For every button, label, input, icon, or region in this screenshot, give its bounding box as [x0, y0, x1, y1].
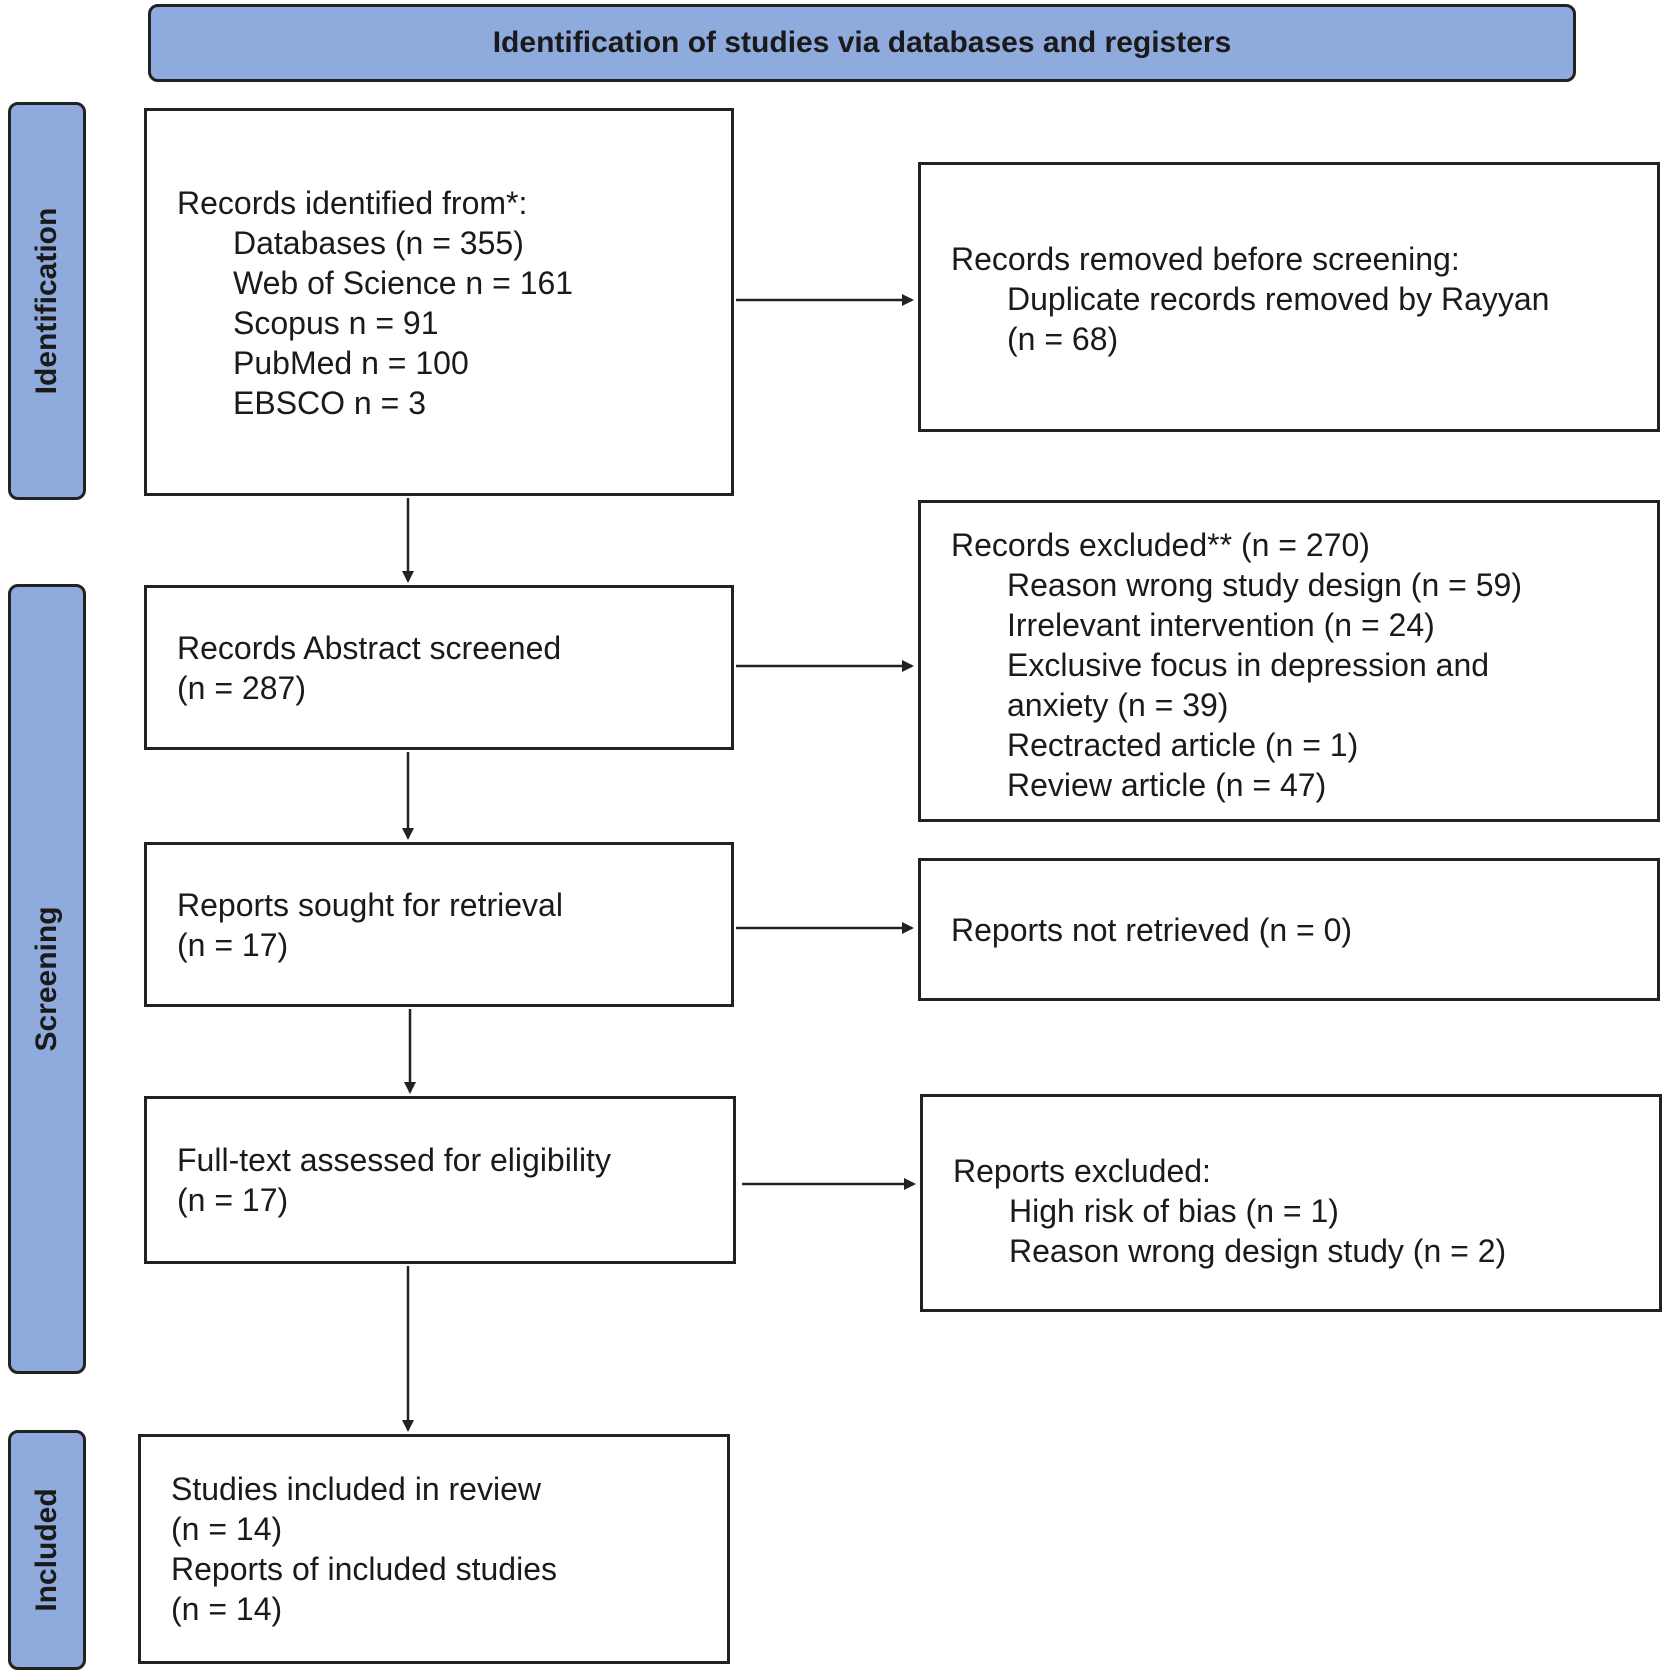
header-banner: Identification of studies via databases … — [148, 4, 1576, 82]
box-records-excluded: Records excluded** (n = 270) Reason wron… — [918, 500, 1660, 822]
reports-excluded-line: Reason wrong design study (n = 2) — [1009, 1233, 1507, 1269]
records-removed-title: Records removed before screening: — [951, 241, 1460, 277]
reports-excluded-title: Reports excluded: — [953, 1153, 1211, 1189]
sought-retrieval-line: (n = 17) — [177, 926, 289, 963]
records-removed-line: Duplicate records removed by Rayyan — [1007, 281, 1550, 317]
included-line: Studies included in review — [171, 1471, 541, 1507]
records-identified-line: PubMed n = 100 — [233, 345, 469, 381]
abstract-screened-line: (n = 287) — [177, 669, 306, 706]
records-identified-line: Web of Science n = 161 — [233, 265, 574, 301]
reports-excluded-line: High risk of bias (n = 1) — [1009, 1193, 1339, 1229]
box-reports-excluded: Reports excluded: High risk of bias (n =… — [920, 1094, 1662, 1312]
records-identified-title: Records identified from*: — [177, 185, 528, 221]
records-excluded-line: Rectracted article (n = 1) — [1007, 727, 1359, 763]
sought-retrieval-line: Reports sought for retrieval — [177, 886, 563, 923]
records-excluded-line: Exclusive focus in depression and — [1007, 647, 1490, 683]
records-identified-line: Scopus n = 91 — [233, 305, 439, 341]
box-abstract-screened: Records Abstract screened (n = 287) — [144, 585, 734, 750]
abstract-screened-line: Records Abstract screened — [177, 629, 562, 666]
box-included: Studies included in review (n = 14) Repo… — [138, 1434, 730, 1664]
records-excluded-title: Records excluded** (n = 270) — [951, 527, 1370, 563]
records-identified-line: Databases (n = 355) — [233, 225, 524, 261]
box-not-retrieved: Reports not retrieved (n = 0) — [918, 858, 1660, 1001]
included-line: (n = 14) — [171, 1511, 283, 1547]
phase-screening: Screening — [8, 584, 86, 1374]
records-identified-line: EBSCO n = 3 — [233, 385, 426, 421]
full-text-line: Full-text assessed for eligibility — [177, 1142, 611, 1178]
phase-included: Included — [8, 1430, 86, 1670]
phase-identification: Identification — [8, 102, 86, 500]
box-sought-retrieval: Reports sought for retrieval (n = 17) — [144, 842, 734, 1007]
records-excluded-line: anxiety (n = 39) — [1007, 687, 1229, 723]
not-retrieved-line: Reports not retrieved (n = 0) — [951, 911, 1353, 948]
records-excluded-line: Review article (n = 47) — [1007, 767, 1327, 803]
included-line: (n = 14) — [171, 1591, 283, 1627]
header-title: Identification of studies via databases … — [492, 26, 1232, 59]
records-excluded-line: Irrelevant intervention (n = 24) — [1007, 607, 1435, 643]
full-text-line: (n = 17) — [177, 1182, 289, 1218]
box-records-removed: Records removed before screening: Duplic… — [918, 162, 1660, 432]
included-line: Reports of included studies — [171, 1551, 557, 1587]
box-records-identified: Records identified from*: Databases (n =… — [144, 108, 734, 496]
records-excluded-line: Reason wrong study design (n = 59) — [1007, 567, 1522, 603]
records-removed-line: (n = 68) — [1007, 321, 1119, 357]
box-full-text: Full-text assessed for eligibility (n = … — [144, 1096, 736, 1264]
